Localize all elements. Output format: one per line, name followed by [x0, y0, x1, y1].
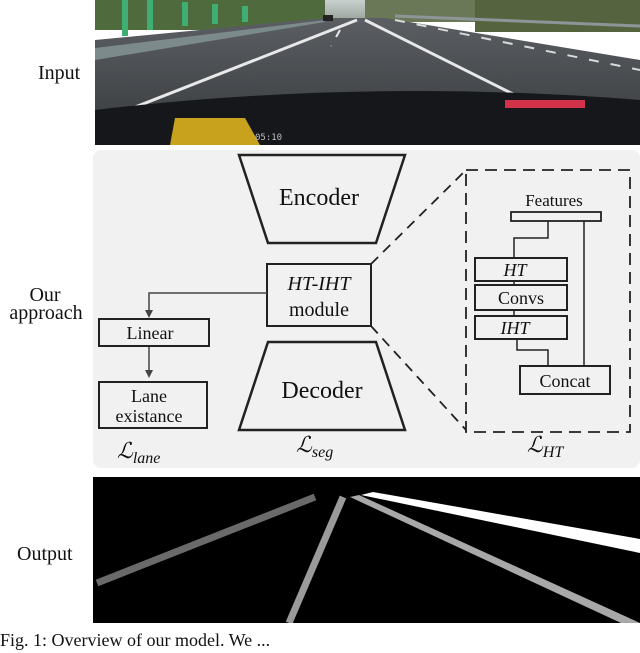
features-label: Features [525, 191, 583, 210]
convs-box [474, 284, 568, 311]
module-to-linear-arrow [148, 292, 267, 312]
ht-iht-module-box [266, 263, 372, 327]
iht-label: IHT [499, 318, 531, 338]
approach-row-label-line2: approach [9, 302, 83, 324]
linear-box [98, 318, 210, 347]
zoom-line-bottom [370, 325, 467, 431]
approach-row-label-line1: Our [29, 284, 61, 306]
zoom-line-top [370, 169, 467, 265]
concat-label: Concat [540, 371, 591, 391]
figure-caption: Fig. 1: Overview of our model. We ... [0, 630, 271, 650]
loss-lane-symbol: ℒlane [117, 438, 160, 467]
decoder-label: Decoder [281, 378, 362, 404]
linear-label: Linear [127, 323, 174, 343]
module-label-line1: HT-IHT [287, 273, 353, 295]
lane-line-white [361, 492, 640, 553]
output-lane-mask [93, 477, 640, 623]
ht-label: HT [502, 260, 528, 280]
lane-line-light-gray [350, 495, 640, 623]
convs-label: Convs [498, 288, 544, 308]
loss-ht-symbol: ℒHT [527, 432, 564, 461]
encoder-label: Encoder [279, 185, 359, 211]
module-label-line2: module [289, 299, 349, 321]
encoder-block [237, 153, 407, 245]
loss-seg-subscript: seg [312, 444, 333, 461]
loss-seg-symbol: ℒseg [296, 432, 333, 461]
svg-text:05:10: 05:10 [255, 133, 282, 143]
decoder-block [237, 340, 407, 432]
input-row-label: Input [38, 62, 81, 84]
lane-existance-box [98, 381, 208, 429]
loss-ht-subscript: HT [542, 444, 565, 461]
output-row-label: Output [17, 543, 73, 565]
iht-box [474, 315, 568, 340]
concat-box [519, 365, 611, 395]
approach-diagram-panel: Encoder HT-IHT module Decoder Linear Lan… [93, 150, 640, 468]
ht-box [474, 257, 568, 282]
input-road-image: 05:10 [95, 0, 640, 145]
lane-label-line1: Lane [131, 386, 167, 406]
lane-line-gray [285, 495, 347, 623]
ht-detail-dashed-box [465, 169, 631, 433]
loss-lane-subscript: lane [133, 450, 161, 467]
lane-line-dark [95, 493, 317, 587]
lane-label-line2: existance [116, 406, 183, 426]
features-bar [510, 211, 602, 222]
